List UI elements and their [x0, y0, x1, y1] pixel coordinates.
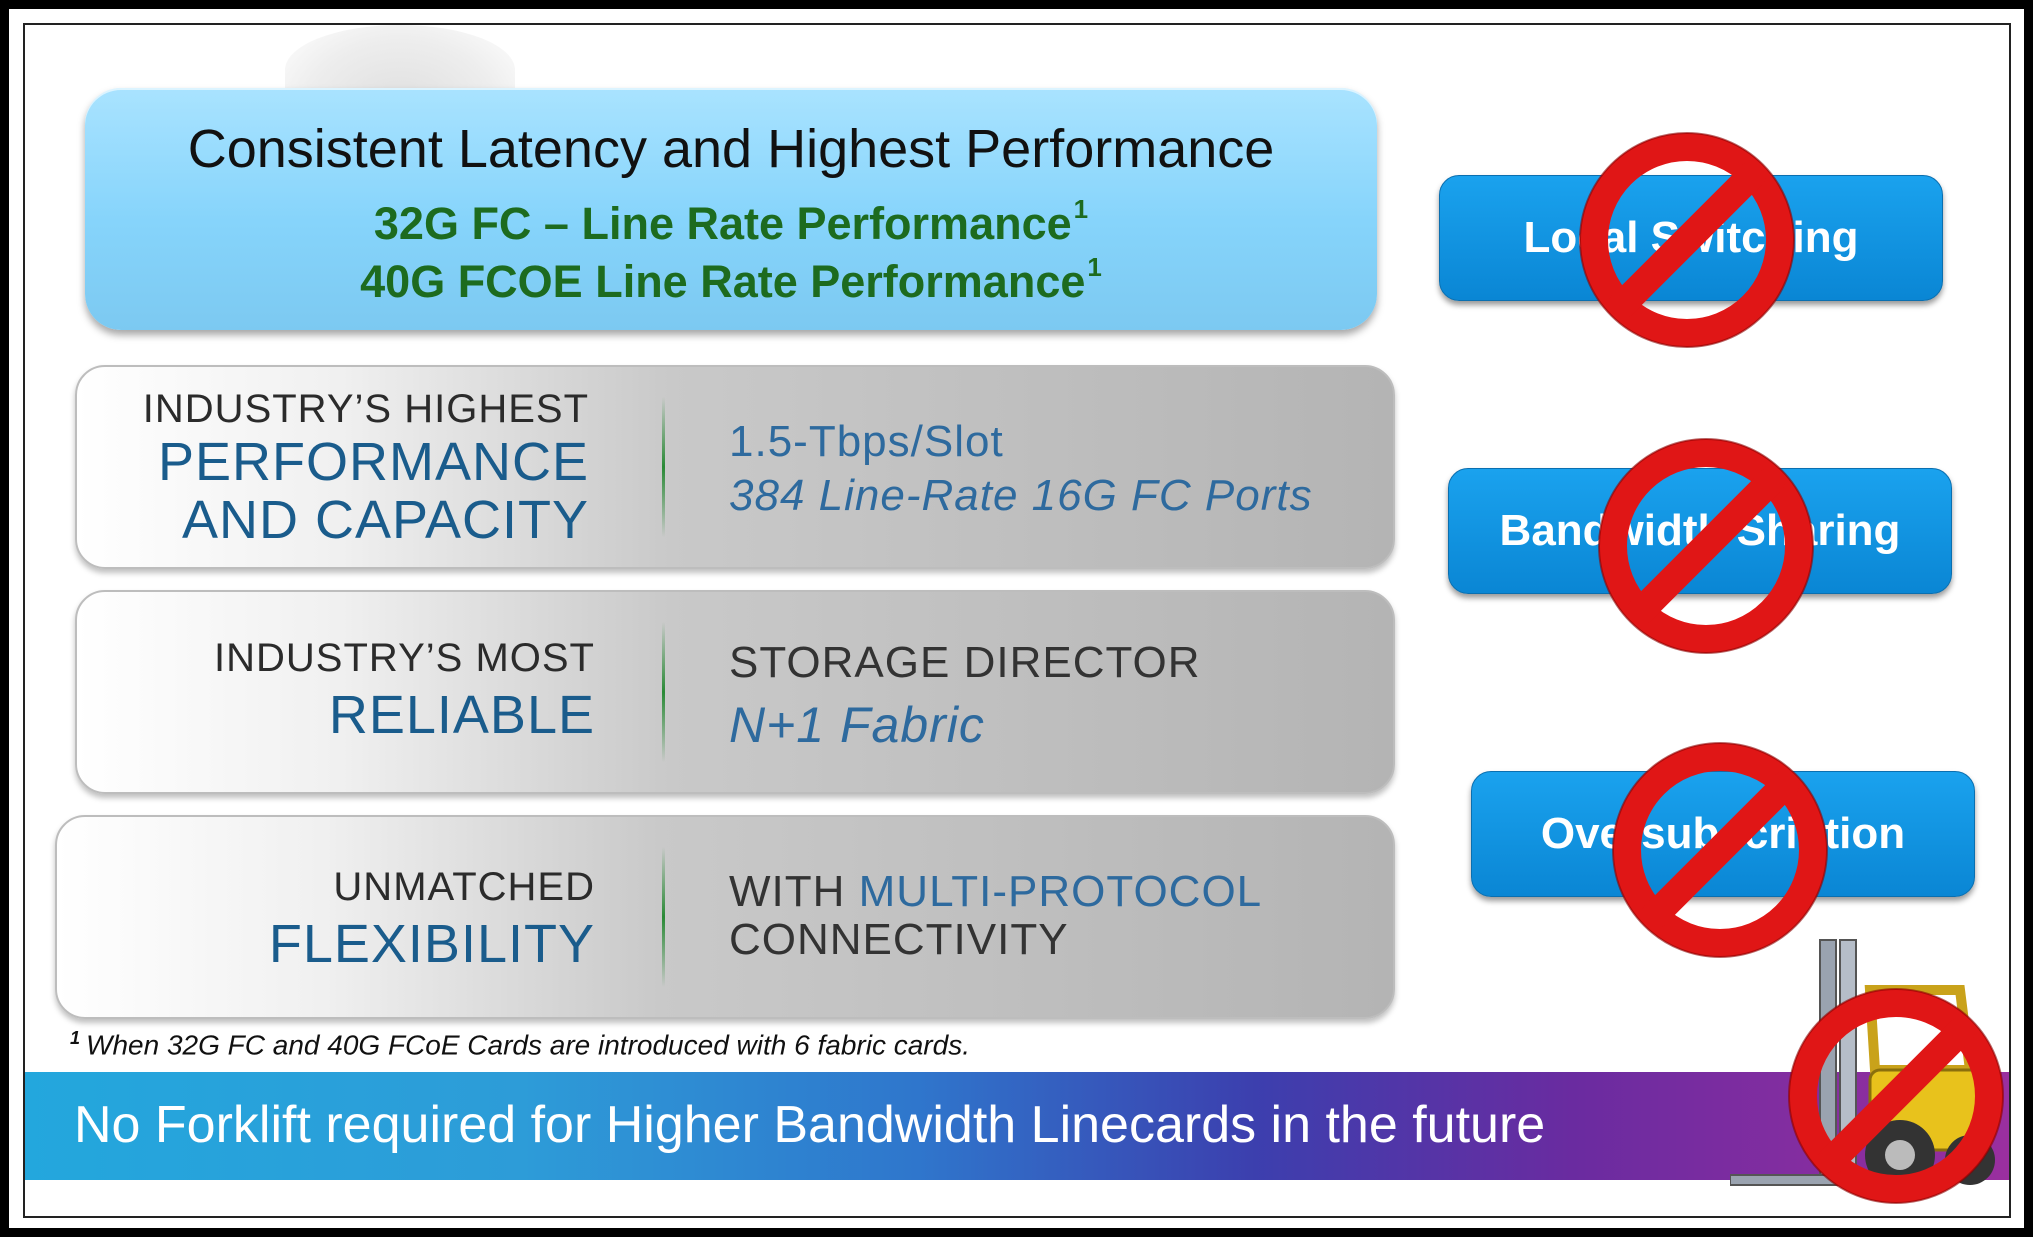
performance-title: Consistent Latency and Highest Performan…	[187, 119, 1275, 179]
banner-text: No Forklift required for Higher Bandwidt…	[74, 1096, 1546, 1154]
capacity-detail-1: 1.5-Tbps/Slot	[729, 417, 1004, 466]
slide-frame: Consistent Latency and Highest Performan…	[9, 9, 2024, 1228]
reliability-detail-2: N+1 Fabric	[729, 697, 985, 753]
capacity-detail-2: 384 Line-Rate 16G FC Ports	[729, 471, 1313, 520]
flexibility-heading: FLEXIBILITY	[268, 914, 595, 974]
capacity-heading-1: PERFORMANCE	[157, 432, 589, 492]
panel-divider	[662, 397, 665, 537]
prohibited-icon	[1612, 742, 1828, 958]
prohibited-icon	[1579, 132, 1795, 348]
performance-line-fcoe: 40G FCOE Line Rate Performance1	[360, 252, 1102, 307]
performance-box: Consistent Latency and Highest Performan…	[85, 88, 1377, 330]
flexibility-panel: UNMATCHED FLEXIBILITY WITH MULTI-PROTOCO…	[55, 815, 1395, 1019]
capacity-heading-2: AND CAPACITY	[181, 490, 589, 550]
prohibited-icon	[1788, 988, 2004, 1204]
capacity-kicker: INDUSTRY’S HIGHEST	[142, 387, 589, 431]
prohibited-icon	[1598, 438, 1814, 654]
panel-divider	[662, 622, 665, 762]
flexibility-detail-2: CONNECTIVITY	[729, 915, 1069, 964]
oversubscription-badge: Oversubscription	[1471, 771, 1975, 897]
reliability-panel: INDUSTRY’S MOST RELIABLE STORAGE DIRECTO…	[75, 590, 1395, 794]
flexibility-kicker: UNMATCHED	[333, 865, 595, 909]
performance-line-fc: 32G FC – Line Rate Performance1	[373, 194, 1089, 249]
reliability-detail-1: STORAGE DIRECTOR	[729, 638, 1201, 687]
reliability-heading: RELIABLE	[328, 685, 595, 745]
flexibility-detail-1: WITH MULTI-PROTOCOL	[729, 867, 1263, 916]
capacity-panel: INDUSTRY’S HIGHEST PERFORMANCE AND CAPAC…	[75, 365, 1395, 569]
bottom-banner: No Forklift required for Higher Bandwidt…	[25, 1072, 2009, 1180]
slide: Consistent Latency and Highest Performan…	[23, 23, 2011, 1218]
reliability-kicker: INDUSTRY’S MOST	[214, 636, 595, 680]
panel-divider	[662, 847, 665, 987]
